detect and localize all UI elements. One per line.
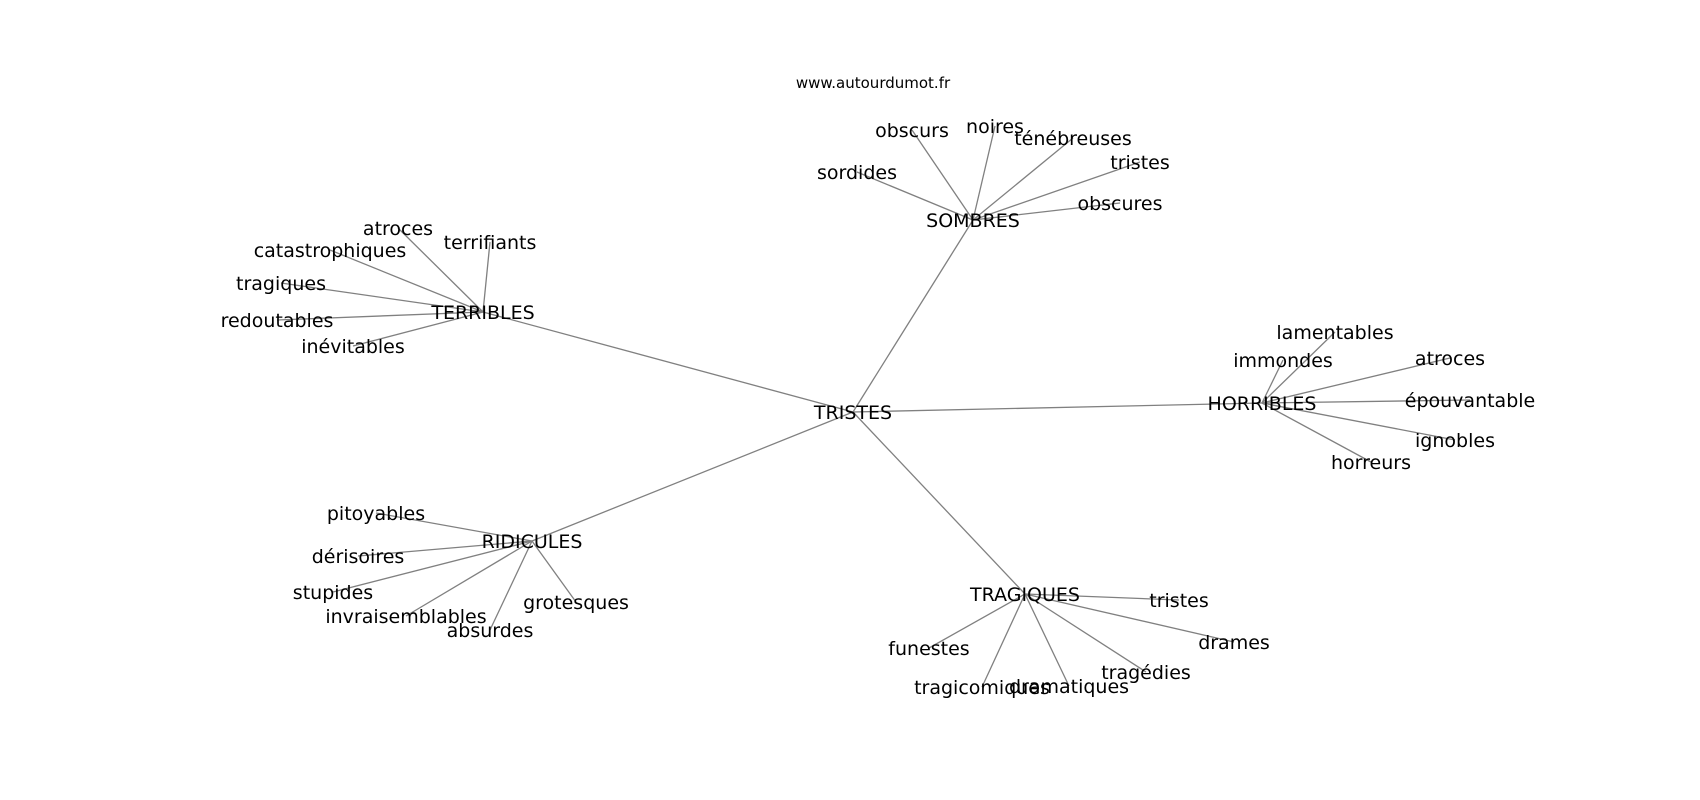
- source-watermark: www.autourdumot.fr: [796, 74, 951, 92]
- group-node: TERRIBLES: [430, 302, 534, 324]
- leaf-node: inévitables: [301, 336, 405, 358]
- edge-horribles-child: [1261, 359, 1284, 404]
- leaf-node: épouvantable: [1405, 390, 1535, 412]
- graph-labels: www.autourdumot.fr TRISTES SOMBRES obscurs…: [221, 74, 1536, 699]
- edge-horribles-child: [1261, 399, 1471, 404]
- leaf-node: invraisemblables: [325, 606, 486, 628]
- leaf-node: immondes: [1233, 350, 1333, 372]
- leaf-node: tristes: [1149, 590, 1208, 612]
- leaf-node: tristes: [1110, 152, 1169, 174]
- edge-ridicules-child: [357, 540, 533, 557]
- edge-horribles-child: [1261, 402, 1372, 463]
- leaf-node: tragiques: [236, 273, 326, 295]
- edge-ridicules-child: [332, 540, 533, 593]
- leaf-node: grotesques: [523, 592, 629, 614]
- leaf-node: ténébreuses: [1014, 128, 1132, 150]
- edge-sombres-child: [856, 171, 974, 221]
- edge-terribles-child: [329, 249, 484, 313]
- edge-root-sombres: [852, 219, 974, 413]
- edge-terribles-child: [482, 241, 491, 313]
- edge-ridicules-child: [405, 540, 533, 617]
- edge-root-ridicules: [531, 411, 854, 542]
- graph-edges: [276, 125, 1471, 688]
- edge-root-horribles: [852, 402, 1263, 413]
- edge-sombres-child: [972, 125, 996, 221]
- leaf-node: horreurs: [1331, 452, 1411, 474]
- leaf-node: dramatiques: [1009, 676, 1129, 698]
- leaf-node: dérisoires: [312, 546, 405, 568]
- edge-tragiques-child: [981, 593, 1026, 688]
- leaf-node: absurdes: [447, 620, 534, 642]
- root-node: TRISTES: [813, 402, 892, 424]
- edge-horribles-child: [1261, 402, 1456, 441]
- leaf-node: pitoyables: [327, 503, 425, 525]
- leaf-node: sordides: [817, 162, 897, 184]
- group-node: TRAGIQUES: [969, 584, 1080, 606]
- edge-tragiques-child: [1024, 593, 1070, 687]
- edge-tragiques-child: [1024, 593, 1180, 601]
- edge-ridicules-child: [531, 540, 577, 603]
- edge-terribles-child: [397, 227, 484, 313]
- edge-terribles-child: [280, 282, 484, 313]
- leaf-node: obscurs: [875, 120, 949, 142]
- edge-horribles-child: [1261, 357, 1451, 404]
- edge-horribles-child: [1261, 331, 1336, 404]
- edge-ridicules-child: [489, 540, 533, 631]
- leaf-node: atroces: [363, 218, 433, 240]
- edge-sombres-child: [972, 202, 1121, 221]
- edge-sombres-child: [911, 129, 974, 221]
- leaf-node: obscures: [1077, 193, 1162, 215]
- edge-root-tragiques: [852, 411, 1026, 595]
- edge-sombres-child: [972, 161, 1141, 221]
- edge-terribles-child: [276, 311, 484, 321]
- leaf-node: funestes: [888, 638, 969, 660]
- edge-ridicules-child: [375, 512, 533, 542]
- leaf-node: atroces: [1415, 348, 1485, 370]
- leaf-node: redoutables: [221, 310, 334, 332]
- edge-tragiques-child: [1024, 593, 1147, 673]
- leaf-node: terrifiants: [444, 232, 537, 254]
- leaf-node: tragédies: [1101, 662, 1191, 684]
- leaf-node: ignobles: [1415, 430, 1495, 452]
- leaf-node: catastrophiques: [254, 240, 407, 262]
- leaf-node: stupides: [293, 582, 373, 604]
- leaf-node: drames: [1198, 632, 1270, 654]
- edge-root-terribles: [482, 311, 854, 413]
- group-node: RIDICULES: [482, 531, 583, 553]
- edge-tragiques-child: [1024, 593, 1235, 643]
- group-node: HORRIBLES: [1208, 393, 1317, 415]
- leaf-node: lamentables: [1276, 322, 1393, 344]
- edge-sombres-child: [972, 137, 1074, 221]
- leaf-node: tragicomiques: [914, 677, 1050, 699]
- edge-tragiques-child: [928, 593, 1026, 649]
- leaf-node: noires: [966, 116, 1024, 138]
- edge-terribles-child: [352, 311, 484, 347]
- group-node: SOMBRES: [926, 210, 1020, 232]
